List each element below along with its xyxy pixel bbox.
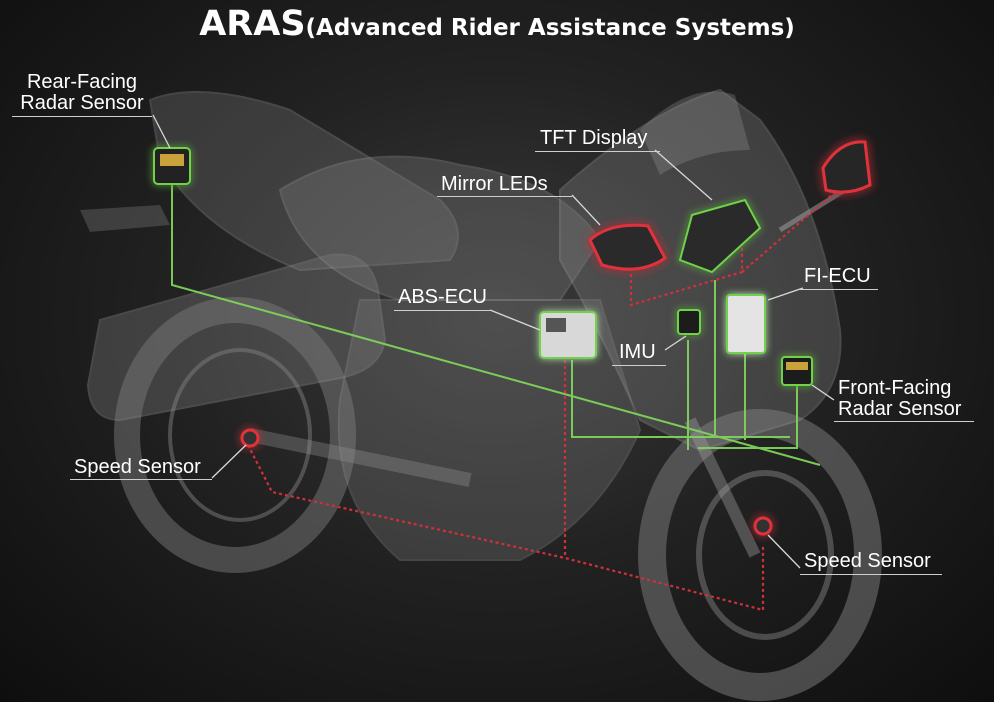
component-mirror-led-left — [588, 223, 667, 271]
component-mirror-led-right — [821, 140, 872, 194]
underline-imu — [612, 365, 666, 366]
exhaust — [86, 253, 387, 422]
underline-mirror-leds — [437, 196, 572, 197]
diagram-title: ARAS(Advanced Rider Assistance Systems) — [0, 4, 994, 44]
motorcycle-silhouette — [80, 88, 882, 701]
front-brake-disc — [696, 470, 834, 640]
underline-speed-sensor-rear — [70, 479, 212, 480]
can-line-rear-radar — [171, 180, 821, 466]
sensor-lines — [247, 187, 841, 612]
label-abs-ecu: ABS-ECU — [398, 286, 487, 308]
component-front-radar — [781, 356, 813, 386]
component-abs-ecu — [539, 311, 597, 359]
label-mirror-leds: Mirror LEDs — [441, 173, 548, 195]
tail-bracket — [80, 205, 170, 232]
sensor-line-mirror — [629, 245, 744, 307]
can-bus-lines — [171, 180, 821, 466]
label-speed-sensor-rear: Speed Sensor — [74, 456, 201, 478]
underline-speed-sensor-front — [800, 574, 942, 575]
front-tire — [638, 409, 882, 701]
underline-front-radar — [834, 421, 974, 422]
underline-tft-display — [535, 151, 660, 152]
windscreen — [640, 91, 750, 175]
fuel-tank — [278, 155, 602, 301]
underline-fi-ecu — [800, 289, 878, 290]
underline-abs-ecu — [394, 310, 490, 311]
label-front-radar: Front-Facing Radar Sensor — [838, 377, 962, 420]
title-expansion: (Advanced Rider Assistance Systems) — [305, 15, 795, 41]
component-fi-ecu — [726, 294, 766, 354]
front-fork — [684, 417, 761, 558]
front-fairing — [559, 88, 842, 452]
label-speed-sensor-front: Speed Sensor — [804, 550, 931, 572]
can-line-front-radar — [698, 385, 798, 449]
label-tft-display: TFT Display — [540, 127, 648, 149]
component-speed-sensor-rear — [240, 428, 260, 448]
component-imu — [677, 309, 701, 335]
rear-wheel-rim — [168, 348, 312, 522]
label-imu: IMU — [619, 341, 656, 363]
component-rear-radar — [153, 147, 191, 185]
leader-lines — [152, 114, 835, 569]
mirror-stalk — [778, 187, 847, 233]
underline-rear-radar — [12, 116, 152, 117]
component-speed-sensor-front — [753, 516, 773, 536]
component-tft-display — [678, 198, 762, 274]
title-acronym: ARAS — [199, 4, 306, 44]
label-fi-ecu: FI-ECU — [804, 265, 871, 287]
label-rear-radar: Rear-Facing Radar Sensor — [20, 71, 144, 114]
seat-tail — [148, 91, 459, 272]
swingarm — [248, 428, 472, 487]
rear-tire — [114, 297, 356, 573]
